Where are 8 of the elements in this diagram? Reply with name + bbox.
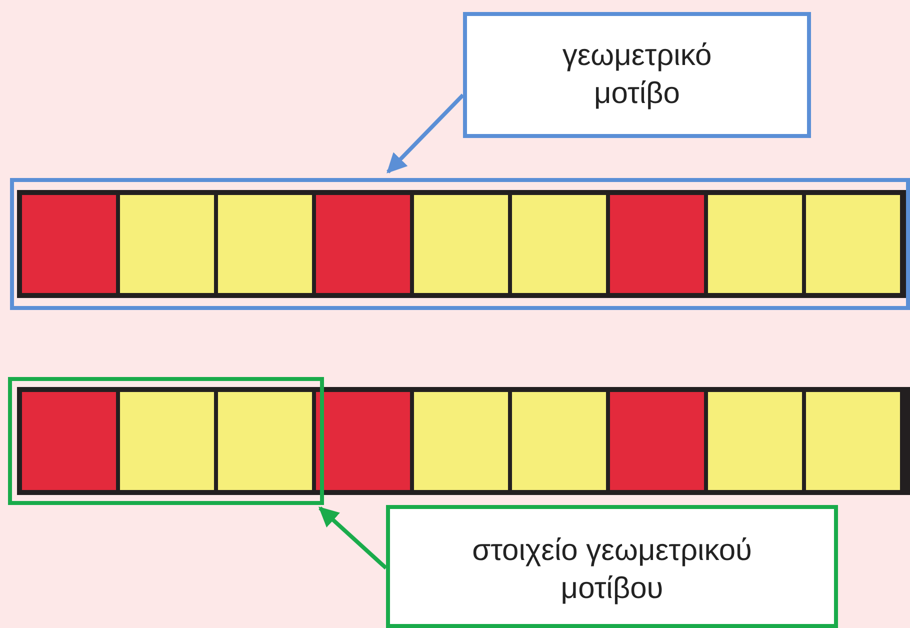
highlight-frame <box>10 178 910 310</box>
highlight-frame <box>8 377 324 505</box>
callout-text: στοιχείο γεωμετρικού μοτίβου <box>471 532 753 606</box>
leader-arrow <box>318 506 388 570</box>
callout-box <box>463 12 811 138</box>
callout-text: γεωμετρικό μοτίβο <box>561 38 713 112</box>
callout-box <box>386 505 838 628</box>
leader-arrow <box>386 94 464 174</box>
